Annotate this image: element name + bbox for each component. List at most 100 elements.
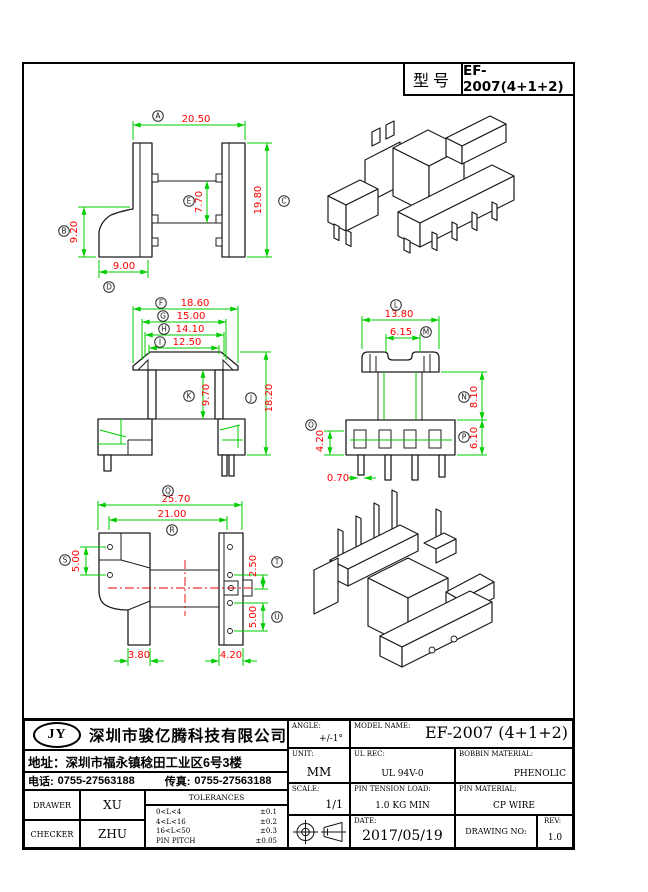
dim-label-K: K xyxy=(183,390,195,402)
svg-text:G: G xyxy=(160,312,166,321)
drawing-no-cell: DRAWING NO: xyxy=(455,815,537,848)
angle-value: +/-1° xyxy=(319,734,343,744)
phone-value: 0755-27563188 xyxy=(57,775,135,787)
tolerances-title: TOLERANCES xyxy=(145,790,288,805)
dim-U: 5.00 xyxy=(248,606,259,628)
dim-O: 4.20 xyxy=(315,430,326,452)
model-number-box: 型号 EF-2007(4+1+2) xyxy=(403,62,575,96)
address-value: 深圳市福永镇稔田工业区6号3楼 xyxy=(65,755,242,770)
end-view-drawing: 13.80 L 6.15 M 8.10 N 6.10 P 4.20 O xyxy=(305,299,487,484)
ul-rec-value: UL 94V-0 xyxy=(381,769,424,779)
svg-text:J: J xyxy=(249,394,252,403)
checker-label: CHECKER xyxy=(24,820,80,848)
date-cell: DATE: 2017/05/19 xyxy=(350,815,455,848)
unit-value: MM xyxy=(306,765,332,779)
dim-label-R: R xyxy=(166,524,178,536)
dim-Q: 25.70 xyxy=(162,494,191,505)
dim-label-N: N xyxy=(458,391,470,403)
phone-label: 电话: xyxy=(28,776,54,788)
dim-label-T: T xyxy=(271,556,283,568)
svg-text:L: L xyxy=(394,301,399,310)
scale-label: SCALE: xyxy=(292,785,320,793)
dim-label-M: M xyxy=(420,326,432,338)
dim-4-20: 4.20 xyxy=(220,650,242,661)
bobbin-material-label: BOBBIN MATERIAL: xyxy=(459,750,534,758)
rev-value: 1.0 xyxy=(547,833,563,843)
dim-label-B: B xyxy=(58,225,70,237)
svg-text:T: T xyxy=(274,558,280,567)
angle-cell: ANGLE: +/-1° xyxy=(288,720,350,748)
svg-text:C: C xyxy=(281,197,286,206)
dim-J: 18.20 xyxy=(264,384,275,413)
svg-text:E: E xyxy=(187,197,192,206)
company-cell: JY 深圳市骏亿腾科技有限公司 xyxy=(24,720,288,750)
svg-text:P: P xyxy=(462,433,467,442)
svg-text:H: H xyxy=(161,325,167,334)
checker-value: ZHU xyxy=(80,820,145,848)
address-label: 地址： xyxy=(28,755,66,770)
pin-material-label: PIN MATERIAL: xyxy=(459,785,517,793)
svg-text:S: S xyxy=(63,556,68,565)
model-value: EF-2007(4+1+2) xyxy=(463,63,564,95)
dim-A: 20.50 xyxy=(182,114,211,125)
company-name: 深圳市骏亿腾科技有限公司 xyxy=(89,728,288,745)
dim-K: 9.70 xyxy=(201,384,212,406)
bobbin-material-value: PHENOLIC xyxy=(513,769,566,779)
tolerance-row: PIN PITCH ±0.05 xyxy=(156,837,277,847)
pin-material-cell: PIN MATERIAL: CP WIRE xyxy=(455,783,573,815)
svg-text:A: A xyxy=(155,112,161,121)
tol-value: ±0.1 xyxy=(260,808,277,816)
dim-label-I: I xyxy=(154,336,166,348)
dim-I: 12.50 xyxy=(173,337,202,348)
dim-label-F: F xyxy=(155,297,167,309)
rev-label: REV: xyxy=(544,817,562,825)
dim-M: 6.15 xyxy=(390,327,412,338)
model-name-label: MODEL NAME: xyxy=(354,722,411,730)
date-value: 2017/05/19 xyxy=(362,828,443,844)
tolerances-table: 0<L<4 ±0.1 4<L<16 ±0.2 16<L<50 ±0.3 PIN … xyxy=(145,805,288,848)
dim-D: 9.00 xyxy=(113,261,135,272)
drawer-value: XU xyxy=(80,790,145,820)
dim-label-S: S xyxy=(59,554,71,566)
scale-value: 1/1 xyxy=(325,798,343,811)
tol-range: PIN PITCH xyxy=(156,836,196,845)
unit-label: UNIT: xyxy=(292,750,314,758)
dim-label-P: P xyxy=(458,431,470,443)
rev-cell: REV: 1.0 xyxy=(537,815,573,848)
dim-label-A: A xyxy=(152,110,164,122)
tolerance-row: 0<L<4 ±0.1 xyxy=(156,808,277,818)
svg-text:O: O xyxy=(308,421,314,430)
dim-label-C: C xyxy=(278,195,290,207)
title-block: JY 深圳市骏亿腾科技有限公司 地址： 深圳市福永镇稔田工业区6号3楼 电话: … xyxy=(22,718,575,850)
dim-G: 15.00 xyxy=(177,311,206,322)
svg-text:B: B xyxy=(61,227,66,236)
dim-0-70: 0.70 xyxy=(327,473,349,484)
tol-value: ±0.2 xyxy=(260,817,277,826)
dim-T: 2.50 xyxy=(248,555,259,577)
fax-label: 传真: xyxy=(164,776,191,788)
dim-label-O: O xyxy=(305,419,317,431)
tol-range: 16<L<50 xyxy=(156,827,191,835)
svg-text:Q: Q xyxy=(165,487,171,496)
top-view-drawing: 25.70 Q 21.00 R 5.00 S 2.50 T 5.00 xyxy=(59,485,283,666)
tol-range: 4<L<16 xyxy=(156,817,186,826)
pin-tension-value: 1.0 KG MIN xyxy=(375,801,430,811)
svg-text:N: N xyxy=(461,393,467,402)
side-view-drawing: 20.50 A 19.80 C 7.70 E xyxy=(58,110,290,293)
ul-rec-label: UL REC: xyxy=(354,750,385,758)
svg-text:M: M xyxy=(423,328,429,337)
dim-label-G: G xyxy=(157,310,169,322)
dim-S: 5.00 xyxy=(71,550,82,572)
dim-label-E: E xyxy=(183,195,195,207)
svg-text:K: K xyxy=(187,392,193,401)
pin-material-value: CP WIRE xyxy=(493,801,535,811)
front-view-drawing: 18.60 F 15.00 G 14.10 H 12.50 I 9.70 K xyxy=(97,297,275,477)
projection-cell xyxy=(288,815,350,848)
company-logo: JY xyxy=(33,722,81,748)
dim-H: 14.10 xyxy=(176,324,205,335)
fax-value: 0755-27563188 xyxy=(194,775,272,787)
dim-label-H: H xyxy=(158,323,170,335)
svg-text:F: F xyxy=(159,299,163,308)
svg-text:I: I xyxy=(159,338,161,347)
